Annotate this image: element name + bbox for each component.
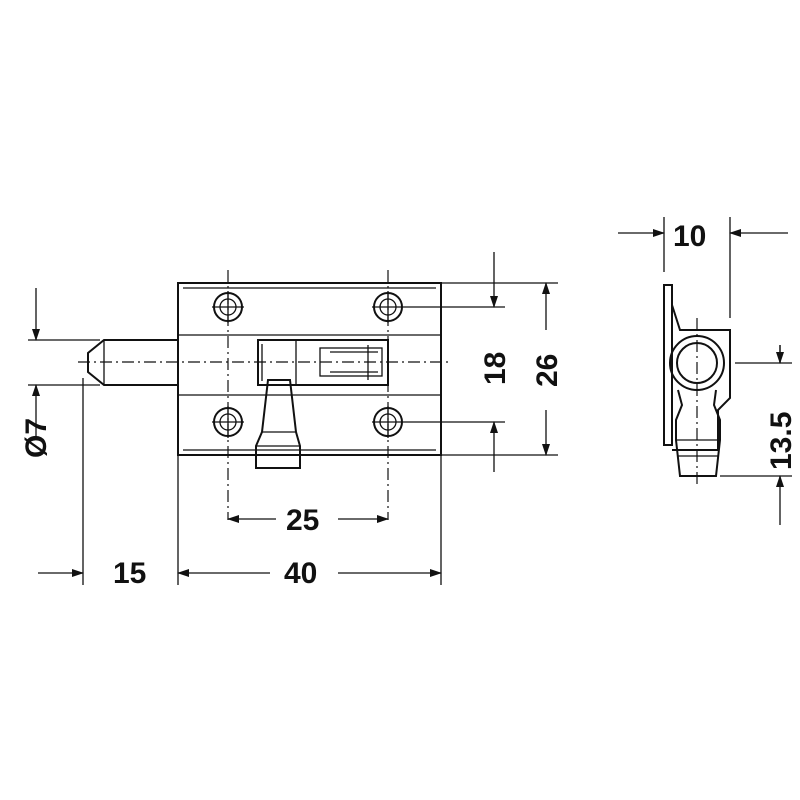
dim-label-body-height: 26 — [531, 354, 564, 387]
dim-bolt-projection: 15 — [38, 378, 179, 590]
dim-label-bolt-diameter: Ø7 — [20, 418, 53, 458]
front-view — [78, 270, 450, 520]
base-plate — [177, 282, 442, 456]
dim-body-height: 26 — [441, 282, 564, 456]
dim-knob-height: 13.5 — [720, 345, 798, 525]
dim-hole-spacing-vertical: 18 — [404, 252, 512, 472]
dim-hole-spacing-horizontal: 25 — [227, 504, 389, 537]
side-plate — [663, 284, 673, 446]
dim-body-length: 40 — [177, 455, 442, 590]
dim-label-side-depth: 10 — [673, 220, 706, 253]
side-body — [671, 304, 731, 451]
dim-label-knob-height: 13.5 — [765, 412, 798, 470]
dim-bolt-diameter: Ø7 — [20, 288, 100, 458]
side-view — [663, 284, 731, 488]
dim-side-depth: 10 — [618, 217, 788, 318]
dim-label-hole-spacing-horizontal: 25 — [286, 504, 319, 537]
side-knob — [675, 389, 721, 477]
dim-label-hole-spacing-vertical: 18 — [479, 352, 512, 385]
bolt-knob — [255, 379, 301, 469]
dim-label-body-length: 40 — [284, 557, 317, 590]
dim-label-bolt-projection: 15 — [113, 557, 146, 590]
